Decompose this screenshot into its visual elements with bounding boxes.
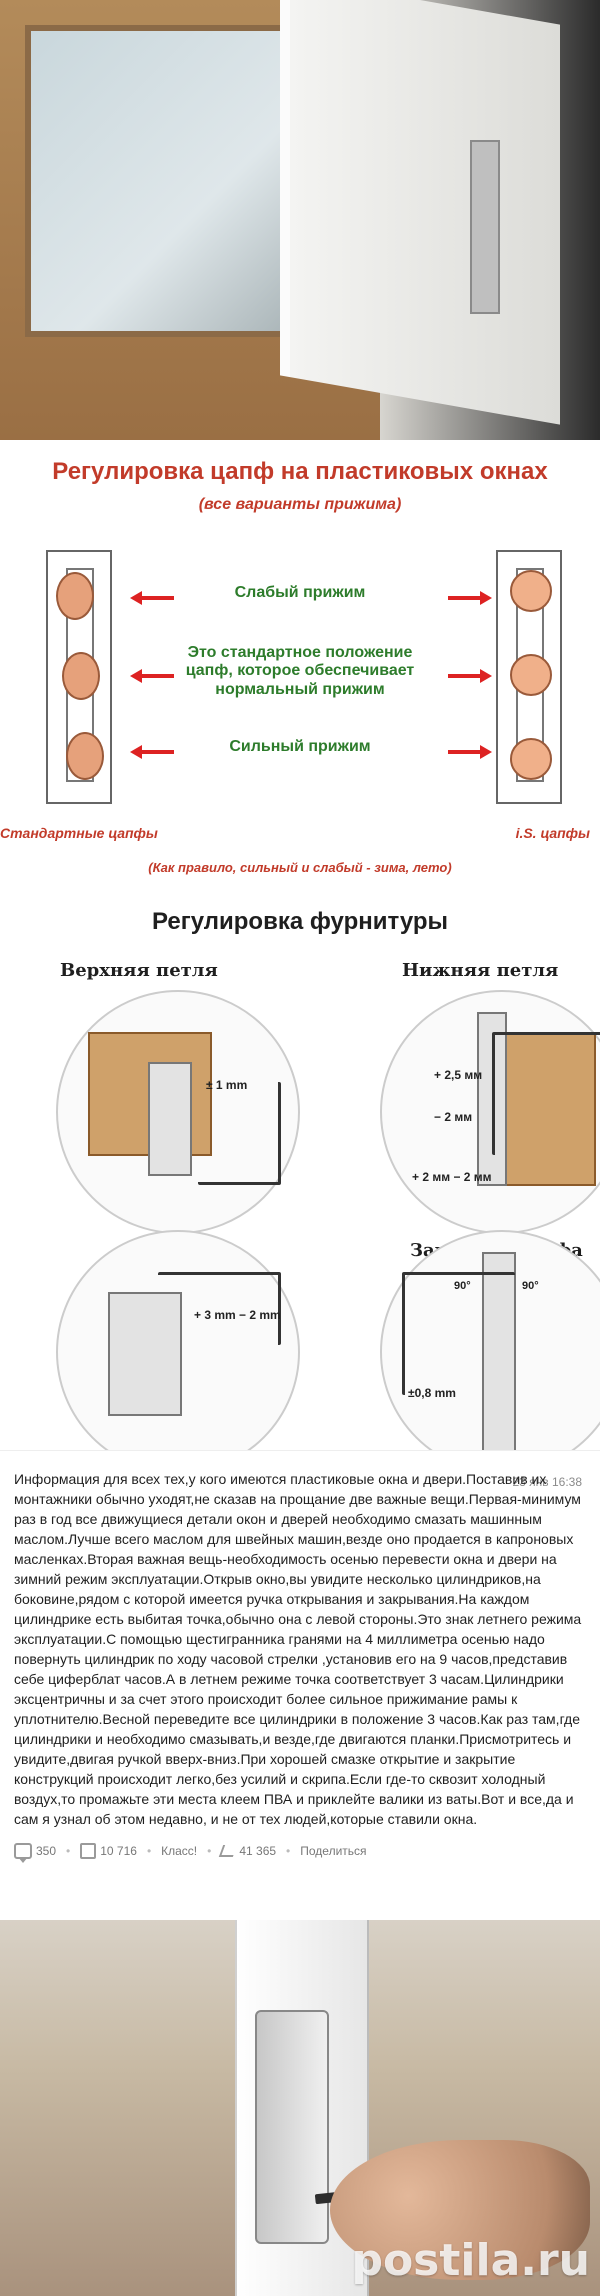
post-date: 23 янв 16:38	[512, 1475, 582, 1489]
like-icon	[80, 1843, 97, 1859]
label-top-hinge: Верхняя петля	[60, 960, 218, 981]
tsapfa-normal	[62, 652, 100, 700]
hinge-block	[108, 1292, 182, 1416]
diagram2-title: Регулировка фурнитуры	[151, 908, 449, 935]
hardware-adjustment-diagram: Регулировка фурнитуры Верхняя петля Нижн…	[0, 880, 600, 1474]
post-card: 23 янв 16:38 Информация для всех тех,у к…	[0, 1450, 600, 1921]
share-icon	[219, 1845, 238, 1857]
allen-key	[492, 1032, 600, 1155]
detail-bottom-hinge: + 2,5 мм − 2 мм + 2 мм − 2 мм	[380, 990, 600, 1234]
window-glass	[25, 25, 317, 337]
mark-plus-25: + 2,5 мм	[434, 1068, 483, 1082]
diagram1-subtitle: (все варианты прижима)	[198, 496, 402, 513]
bottom-hardware-photo: postila.ru	[0, 1920, 600, 2296]
allen-key	[198, 1082, 281, 1185]
mark-deg-left: 90°	[454, 1280, 471, 1292]
mark-plus-minus-08: ±0,8 mm	[408, 1386, 456, 1400]
label-bottom-hinge: Нижняя петля	[402, 960, 559, 981]
hinge-mechanism	[255, 2010, 329, 2244]
share-label: Поделиться	[300, 1844, 367, 1858]
dot-separator: •	[66, 1844, 71, 1858]
is-tsapfa-strip	[496, 550, 562, 804]
tsapfa-adjustment-diagram: Регулировка цапф на пластиковых окнах (в…	[0, 440, 600, 880]
comments-count: 350	[36, 1844, 57, 1858]
likes-count: 10 716	[100, 1844, 137, 1858]
is-tsapfa-normal	[510, 654, 552, 696]
arrow-right-normal	[448, 669, 492, 683]
arrow-left-normal	[130, 669, 174, 683]
caption-is: i.S. цапфы	[515, 825, 590, 841]
is-tsapfa-weak	[510, 570, 552, 612]
detail-locking-pin: ±0,8 mm 90° 90°	[380, 1230, 600, 1474]
detail-hinge-side: + 3 mm − 2 mm	[56, 1230, 300, 1474]
dot-separator: •	[146, 1844, 152, 1858]
share-action[interactable]: Поделиться	[300, 1844, 366, 1858]
mark-deg-right: 90°	[522, 1280, 539, 1292]
label-strong: Сильный прижим	[229, 738, 371, 755]
caption-standard: Стандартные цапфы	[0, 825, 158, 841]
shares-count: 41 365	[239, 1844, 277, 1858]
post-stats: 350 • 10 716 • Класс! • 41 365 • Поделит…	[14, 1843, 367, 1863]
open-sash	[280, 0, 560, 425]
mark-minus-2: − 2 мм	[434, 1110, 473, 1124]
standard-tsapfa-strip	[46, 550, 112, 804]
arrow-right-weak	[448, 591, 492, 605]
mark-one-mm: ± 1 mm	[206, 1078, 248, 1092]
dot-separator: •	[286, 1844, 291, 1858]
mark-plus2-minus2: + 2 мм − 2 мм	[412, 1170, 492, 1184]
frame-corner	[502, 1032, 596, 1186]
hand	[330, 2140, 590, 2280]
klass-action[interactable]: Класс!	[161, 1844, 197, 1858]
tsapfa-strong	[66, 732, 104, 780]
mark-plus3-minus2: + 3 mm − 2 mm	[194, 1308, 281, 1322]
label-normal: Это стандартное положение цапф, которое …	[185, 644, 415, 698]
dot-separator: •	[207, 1844, 212, 1858]
post-text: Информация для всех тех,у кого имеются п…	[14, 1471, 582, 1827]
comments-stat[interactable]: 350	[14, 1843, 57, 1863]
is-tsapfa-strong	[510, 738, 552, 780]
klass-label: Класс!	[161, 1844, 198, 1858]
shares-stat[interactable]: 41 365	[219, 1844, 277, 1858]
diagram1-title: Регулировка цапф на пластиковых окнах	[52, 458, 548, 485]
hinge-metal	[148, 1062, 192, 1176]
arrow-right-strong	[448, 745, 492, 759]
comment-icon	[14, 1843, 32, 1863]
label-weak: Слабый прижим	[234, 584, 366, 601]
site-watermark: postila.ru	[351, 2235, 590, 2286]
window-hardware	[470, 140, 500, 314]
top-window-photo	[0, 0, 600, 440]
caption-note: (Как правило, сильный и слабый - зима, л…	[148, 860, 452, 875]
arrow-left-weak	[130, 591, 174, 605]
detail-top-hinge: ± 1 mm	[56, 990, 300, 1234]
allen-key	[158, 1272, 281, 1345]
likes-stat[interactable]: 10 716	[80, 1843, 137, 1859]
tsapfa-weak	[56, 572, 94, 620]
locking-strip	[482, 1252, 516, 1456]
allen-key	[402, 1272, 515, 1395]
arrow-left-strong	[130, 745, 174, 759]
